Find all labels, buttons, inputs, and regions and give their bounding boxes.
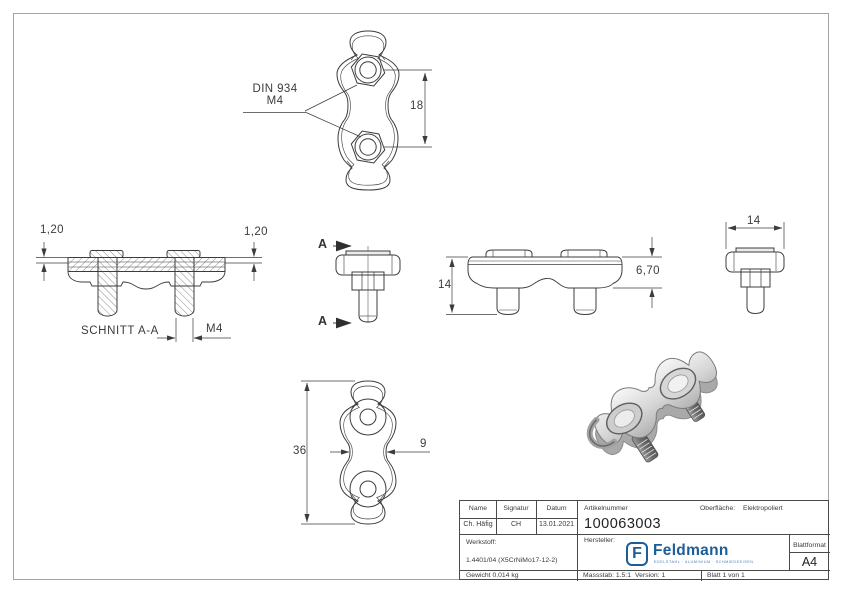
hex-nut-lower (350, 130, 386, 164)
blattformat-value: A4 (801, 555, 818, 569)
oberflaeche-label: Oberfläche: (700, 505, 736, 512)
artikelnummer-value: 100063003 (584, 516, 662, 532)
section-title-label: SCHNITT A-A (81, 325, 159, 337)
dim-14-front-label: 14 (438, 279, 452, 291)
section-view-drawing (36, 242, 262, 342)
dimension-120-left (36, 242, 68, 281)
signatur-label: Signatur (503, 505, 529, 512)
dimension-m4 (157, 318, 231, 342)
werkstoff-label: Werkstoff: (466, 539, 497, 546)
dim-m4-label: M4 (206, 323, 223, 335)
iso-bolt-front (631, 431, 659, 463)
section-body-profile (67, 271, 226, 290)
werkstoff-value: 1.4401/04 (X5CrNiMo17-12-2) (466, 557, 558, 564)
dimension-120-right (225, 242, 262, 281)
feldmann-logo-tagline: EDELSTAHL · ALUMINIUM · SCHMIEDEEISEN (654, 560, 754, 564)
dimension-14-front (446, 256, 497, 315)
leader-label-m4: M4 (266, 95, 284, 107)
title-block: Name Signatur Datum Artikelnummer Oberfl… (459, 500, 830, 581)
front-bolt-right (573, 288, 597, 316)
section-bolt-right (166, 250, 201, 317)
section-letter-bottom: A (318, 314, 328, 328)
dim-120-right-label: 1,20 (244, 226, 268, 238)
section-letter-top: A (318, 237, 328, 251)
sheet-border (13, 13, 829, 580)
oberflaeche-value: Elektropoliert (743, 505, 783, 512)
dim-9-label: 9 (420, 438, 427, 450)
dimension-36 (301, 380, 355, 525)
signatur-value: CH (510, 521, 522, 528)
top-view-drawing (243, 30, 432, 191)
dimension-14-side (725, 222, 785, 249)
dim-670-label: 6,70 (636, 265, 660, 277)
dimension-18 (384, 69, 432, 148)
feldmann-logo-text: Feldmann (653, 542, 729, 559)
dim-36-label: 36 (293, 445, 307, 457)
front-view-drawing (446, 237, 662, 316)
front-bolt-left (496, 288, 520, 316)
gewicht-label: Gewicht 0.014 kg (466, 572, 519, 579)
version-label: Version: 1 (635, 572, 666, 579)
dim-14-side-label: 14 (747, 215, 761, 227)
name-value: Ch. Häfig (463, 521, 493, 528)
bottom-view-drawing (301, 380, 430, 525)
massstab-label: Massstab: 1.5:1 (583, 572, 631, 579)
hex-nut-upper (350, 53, 386, 87)
artikelnummer-label: Artikelnummer (584, 505, 628, 512)
dim-120-left-label: 1,20 (40, 224, 64, 236)
iso-3d-render (584, 338, 728, 468)
feldmann-logo-letter: F (632, 545, 642, 562)
datum-value: 13.01.2021 (538, 521, 575, 528)
side-view-a-a (333, 240, 401, 329)
feldmann-logo-icon: F (626, 542, 648, 566)
dim-18-label: 18 (410, 100, 424, 112)
leader-din934 (243, 84, 362, 138)
dimension-670 (613, 237, 662, 308)
blattformat-label: Blattformat (793, 542, 826, 549)
blatt-label: Blatt 1 von 1 (707, 572, 745, 579)
bore-upper (349, 398, 387, 436)
front-nut-left (485, 249, 533, 257)
hersteller-label: Hersteller: (584, 537, 615, 544)
section-bolt-left (89, 250, 124, 317)
leader-label-din934: DIN 934 (252, 83, 298, 95)
datum-label: Datum (546, 505, 567, 512)
bore-lower (349, 470, 387, 508)
name-label: Name (468, 505, 488, 512)
front-nut-right (560, 249, 608, 257)
side-view-drawing (725, 222, 785, 315)
